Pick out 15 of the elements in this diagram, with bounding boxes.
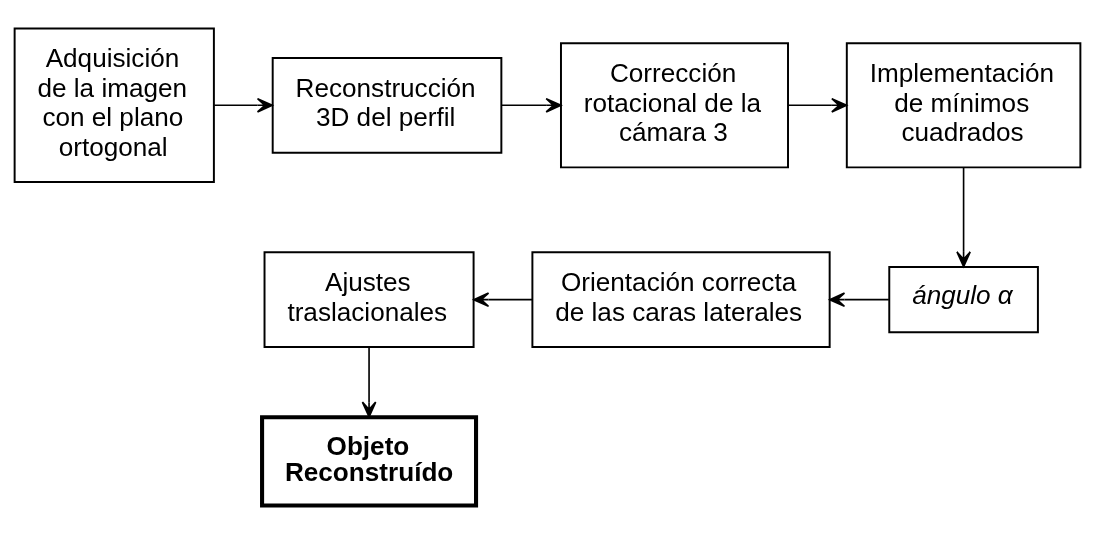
arrow bbox=[828, 292, 890, 308]
node-box: Reconstrucción 3D del perfil bbox=[271, 56, 503, 154]
arrow bbox=[500, 97, 562, 113]
node-box: ángulo α bbox=[888, 266, 1039, 334]
arrow bbox=[787, 97, 848, 113]
node-box: Corrección rotacional de la cámara 3 bbox=[560, 42, 789, 169]
arrow bbox=[473, 292, 533, 308]
arrow bbox=[956, 167, 972, 268]
arrow bbox=[213, 97, 274, 113]
node-box: Objeto Reconstruído bbox=[260, 415, 479, 508]
arrow bbox=[361, 346, 377, 418]
node-box: Ajustes traslacionales bbox=[263, 251, 475, 348]
node-box: Orientación correcta de las caras laterales bbox=[531, 251, 831, 348]
node-box: Adquisición de la imagen con el plano ortogonal bbox=[13, 27, 215, 184]
node-box: Implementación de mínimos cuadrados bbox=[845, 42, 1082, 169]
